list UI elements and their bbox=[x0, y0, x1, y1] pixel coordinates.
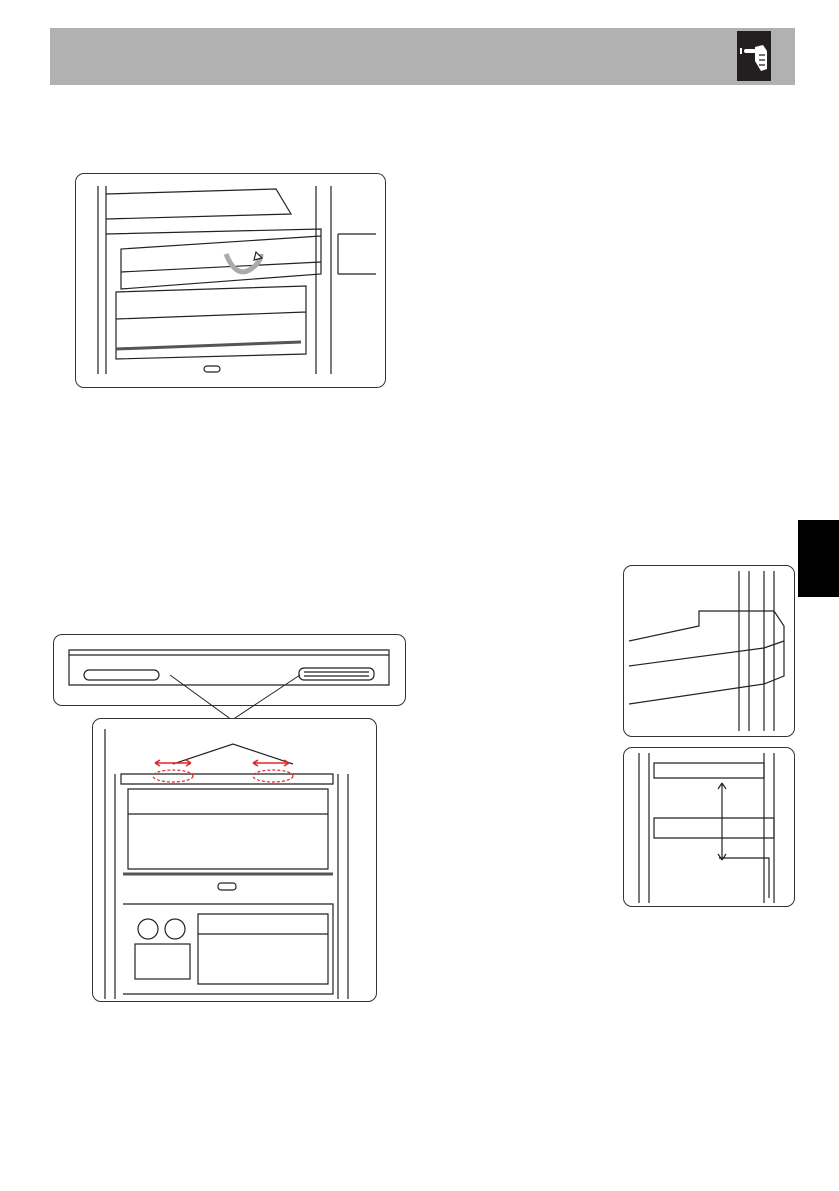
door-bin-illustration bbox=[623, 565, 795, 737]
drawer-removal-illustration bbox=[75, 173, 386, 388]
pointing-hand-icon bbox=[737, 31, 771, 81]
callout-lines bbox=[160, 670, 310, 725]
shelf-adjustment-illustration bbox=[92, 718, 377, 1002]
section-tab bbox=[798, 520, 839, 597]
door-bin-height-illustration bbox=[623, 747, 795, 907]
header-bar bbox=[50, 28, 795, 85]
vertical-double-arrow-icon bbox=[718, 783, 726, 860]
double-arrow-icon bbox=[155, 760, 191, 766]
